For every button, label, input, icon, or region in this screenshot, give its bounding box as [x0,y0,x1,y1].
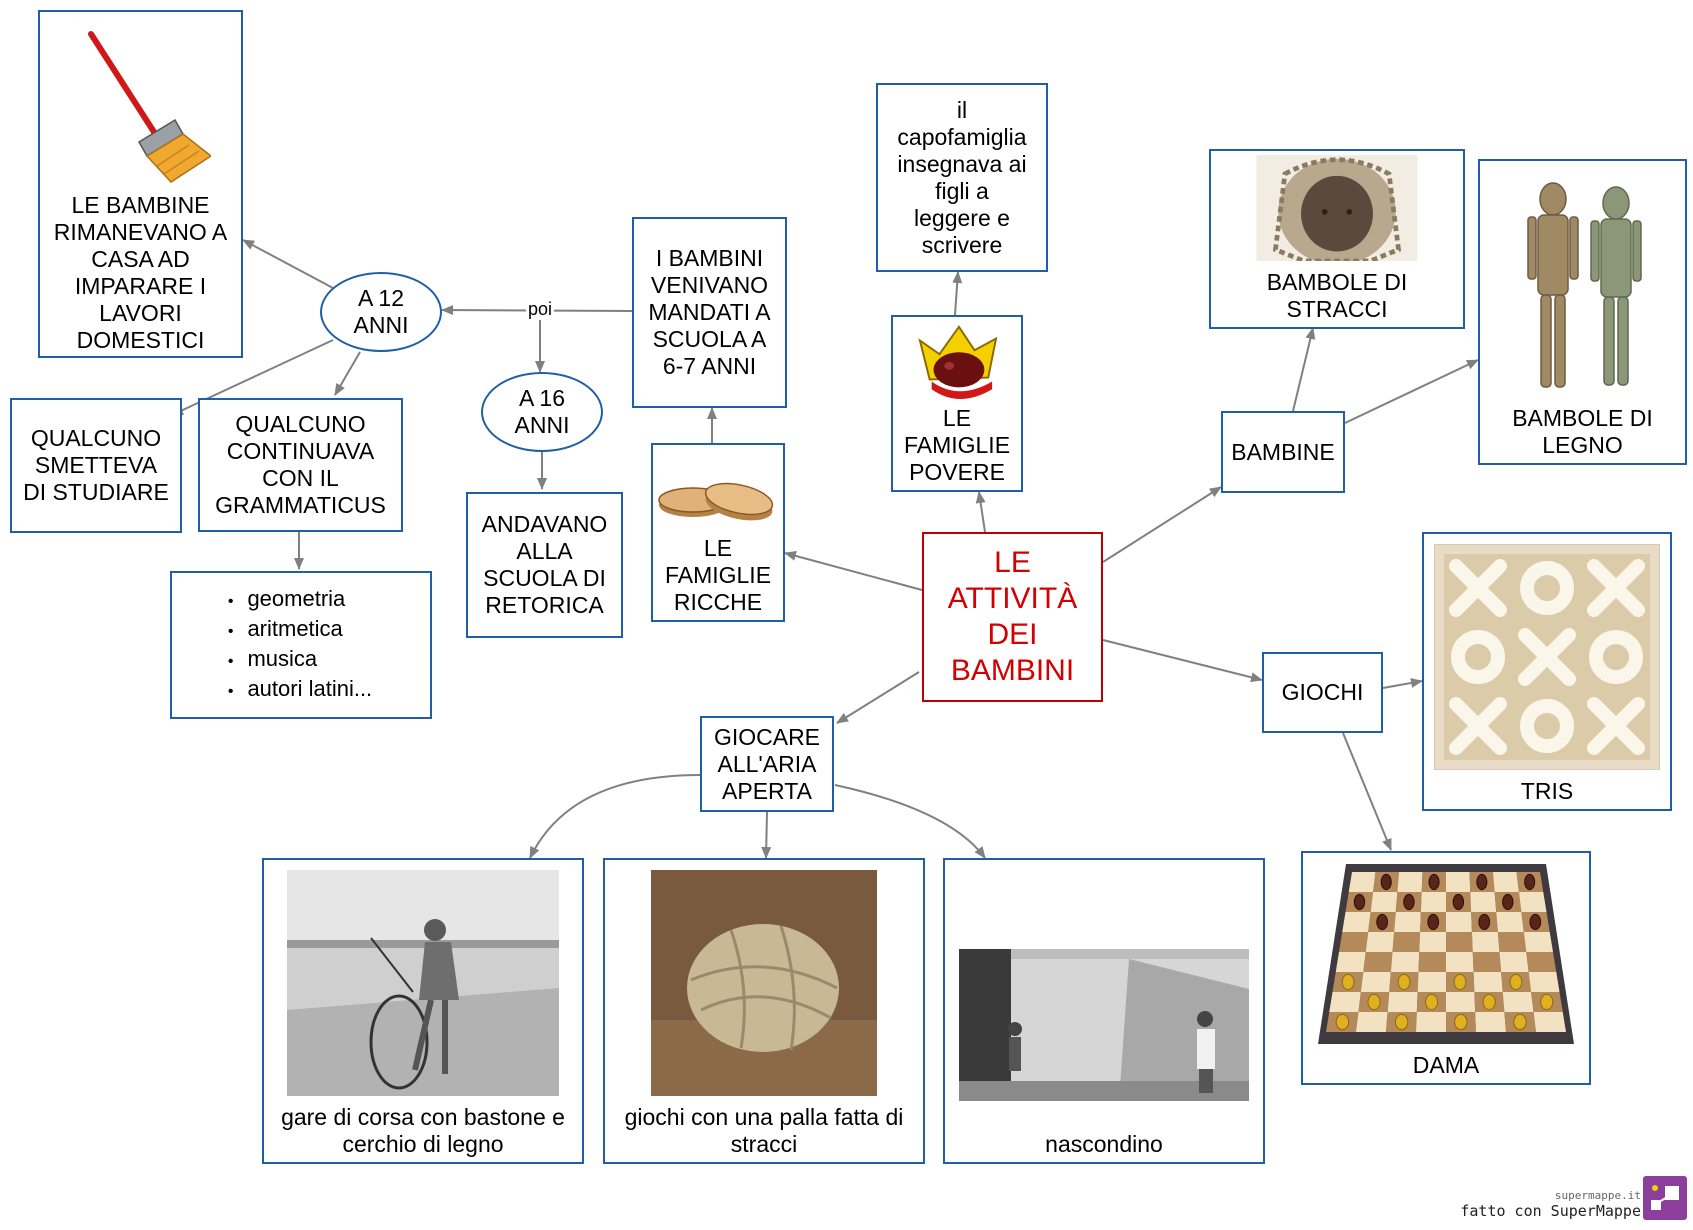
edge-aria-nascondino [834,784,986,859]
node-dama[interactable]: DAMA [1301,851,1591,1085]
node-famiglie-povere[interactable]: LE FAMIGLIE POVERE [891,315,1023,492]
node-legno-label: BAMBOLE DI LEGNO [1512,405,1653,458]
subject-item: autori latini... [247,675,372,705]
node-bambine-label: BAMBINE [1231,438,1335,465]
node-smetteva-label: QUALCUNO SMETTEVA DI STUDIARE [23,425,169,505]
node-bambine-casa-label: LE BAMBINE RIMANEVANO A CASA AD IMPARARE… [53,192,228,353]
node-capofamiglia[interactable]: il capofamiglia insegnava ai figli a leg… [876,83,1048,272]
node-bambini-scuola-label: I BAMBINI VENIVANO MANDATI A SCUOLA A 6-… [648,245,771,379]
node-retorica[interactable]: ANDAVANO ALLA SCUOLA DI RETORICA [466,492,623,638]
checkers-board-image [1318,864,1574,1044]
edge-aria-corsa [529,774,701,859]
node-subjects[interactable]: geometria aritmetica musica autori latin… [170,571,432,719]
node-famiglie-povere-label: LE FAMIGLIE POVERE [903,405,1011,485]
node-palla[interactable]: giochi con una palla fatta di stracci [603,858,925,1164]
edge-aria-palla [761,811,772,859]
edge-label-poi: poi [526,299,555,320]
node-palla-label: giochi con una palla fatta di stracci [624,1104,904,1157]
rag-doll-image [1256,155,1418,261]
rag-ball-photo [651,870,877,1096]
central-topic-label: LE ATTIVITÀ DEI BAMBINI [947,546,1078,687]
tic-tac-toe-image [1434,544,1660,770]
supermappe-logo-icon [1643,1176,1687,1220]
edge-a12-bambine-casa [242,239,334,289]
branding: supermappe.it fatto con SuperMappe [1460,1189,1641,1220]
edge-a12-grammaticus [334,351,361,396]
edge-giochi-tris [1382,678,1423,689]
node-capofamiglia-label: il capofamiglia insegnava ai figli a leg… [897,96,1027,258]
hide-and-seek-photo [959,949,1249,1101]
node-grammaticus-label: QUALCUNO CONTINUAVA CON IL GRAMMATICUS [215,411,386,518]
node-stracci[interactable]: BAMBOLE DI STRACCI [1209,149,1465,329]
node-a16-label: A 16 ANNI [514,385,570,438]
broom-icon [87,31,211,183]
node-bambine[interactable]: BAMBINE [1221,411,1345,493]
wooden-dolls-image [1526,182,1642,388]
central-topic[interactable]: LE ATTIVITÀ DEI BAMBINI [922,532,1103,702]
coins-icon [658,482,774,521]
node-corsa-label: gare di corsa con bastone e cerchio di l… [281,1104,565,1157]
edge-central-bambine [1102,486,1222,563]
node-bambine-casa[interactable]: LE BAMBINE RIMANEVANO A CASA AD IMPARARE… [38,10,243,358]
node-aria-aperta[interactable]: GIOCARE ALL'ARIA APERTA [700,716,834,812]
node-corsa[interactable]: gare di corsa con bastone e cerchio di l… [262,858,584,1164]
node-legno[interactable]: BAMBOLE DI LEGNO [1478,159,1687,465]
node-a12[interactable]: A 12 ANNI [320,272,442,352]
subject-item: geometria [247,585,372,615]
subject-item: aritmetica [247,615,372,645]
crown-icon [918,325,998,400]
subjects-list: geometria aritmetica musica autori latin… [230,585,372,705]
brand-made-with: fatto con SuperMappe [1460,1202,1641,1220]
node-smetteva[interactable]: QUALCUNO SMETTEVA DI STUDIARE [10,398,182,533]
node-stracci-label: BAMBOLE DI STRACCI [1266,269,1408,322]
node-giochi-label: GIOCHI [1281,679,1364,705]
edge-povere-capofamiglia [952,271,963,316]
node-giochi[interactable]: GIOCHI [1262,652,1383,733]
subject-item: musica [247,645,372,675]
edge-central-ricche [784,551,923,591]
node-aria-aperta-label: GIOCARE ALL'ARIA APERTA [713,723,821,804]
node-a12-label: A 12 ANNI [353,285,409,338]
node-nascondino[interactable]: nascondino [943,858,1265,1164]
edge-bambine-stracci [1292,327,1316,412]
node-retorica-label: ANDAVANO ALLA SCUOLA DI RETORICA [481,511,608,618]
node-tris[interactable]: TRIS [1422,532,1672,811]
node-famiglie-ricche[interactable]: LE FAMIGLIE RICCHE [651,443,785,622]
node-grammaticus[interactable]: QUALCUNO CONTINUAVA CON IL GRAMMATICUS [198,398,403,532]
edge-central-giochi [1102,639,1263,683]
node-dama-label: DAMA [1412,1052,1480,1078]
edge-central-povere [975,491,986,533]
edge-central-aria [836,671,920,724]
edge-giochi-dama [1342,732,1392,851]
edge-bambine-legno [1344,359,1479,424]
hoop-runner-photo [287,870,559,1096]
node-bambini-scuola[interactable]: I BAMBINI VENIVANO MANDATI A SCUOLA A 6-… [632,217,787,408]
node-nascondino-label: nascondino [1045,1131,1163,1157]
node-tris-label: TRIS [1520,778,1574,804]
node-a16[interactable]: A 16 ANNI [481,372,603,452]
brand-site[interactable]: supermappe.it [1554,1189,1641,1202]
node-famiglie-ricche-label: LE FAMIGLIE RICCHE [664,535,772,615]
